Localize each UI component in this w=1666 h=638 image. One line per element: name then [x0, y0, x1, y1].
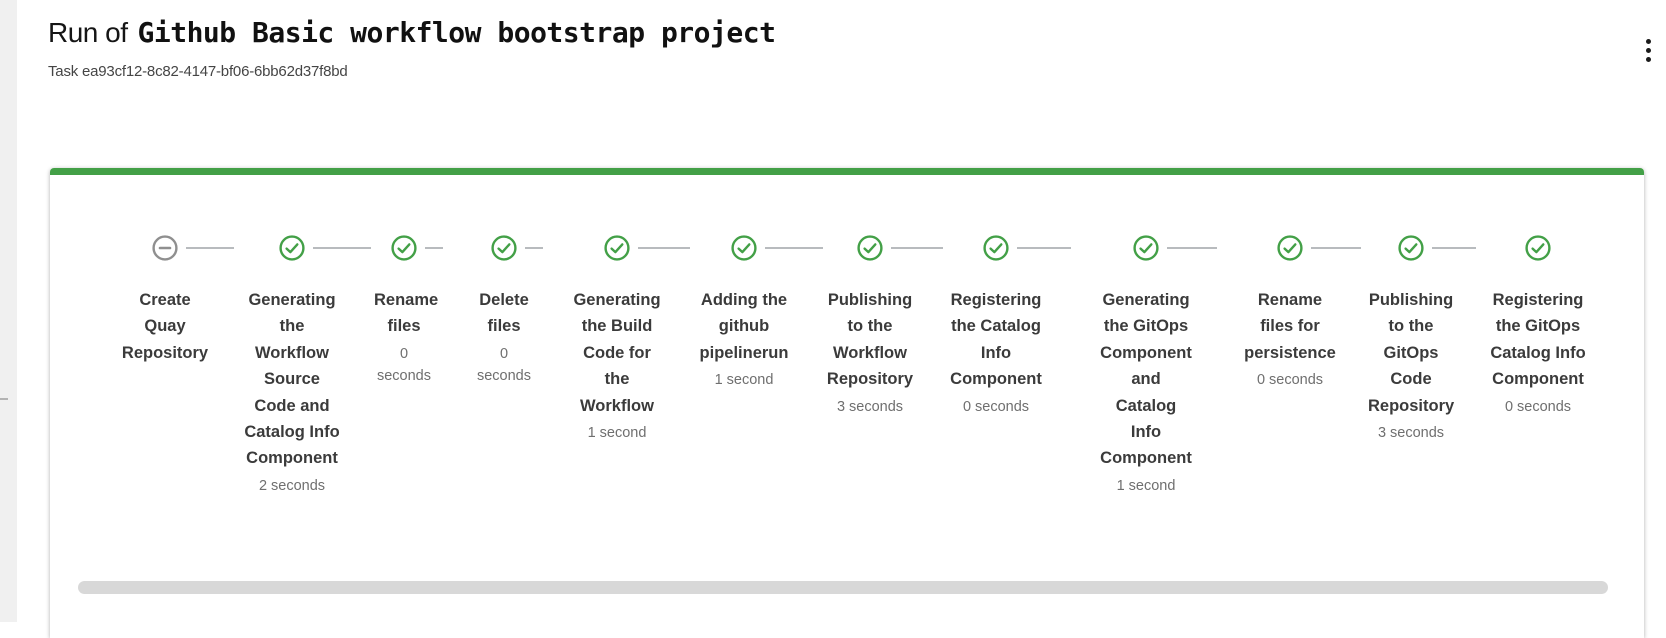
step-icon-row	[1100, 235, 1217, 261]
task-stepper: Create Quay Repository Generating the Wo…	[50, 175, 1644, 497]
step-connector-line	[638, 247, 690, 249]
step-connector-line	[1432, 247, 1476, 249]
step-label: Generating the GitOps Component and Cata…	[1100, 291, 1192, 468]
step-duration: 1 second	[587, 424, 647, 441]
step-icon-row	[1244, 235, 1361, 261]
stepper-step-11: Publishing to the GitOps Code Repository…	[1348, 235, 1476, 444]
step-label: Rename files	[374, 291, 439, 336]
step-icon-row	[1368, 235, 1476, 261]
step-label: Generating the Build Code for the Workfl…	[573, 291, 661, 415]
step-icon-row	[1490, 235, 1586, 261]
step-label: Publishing to the GitOps Code Repository	[1368, 291, 1455, 415]
step-icon-row	[474, 235, 543, 261]
step-label: Delete files	[479, 291, 529, 336]
stepper-step-7: Publishing to the Workflow Repository 3 …	[808, 235, 943, 418]
check-circle-icon	[391, 235, 417, 261]
step-label: Registering the GitOps Catalog Info Comp…	[1490, 291, 1586, 389]
step-duration: 1 second	[714, 372, 774, 389]
kebab-menu-button[interactable]	[1630, 28, 1666, 72]
step-connector-line	[525, 247, 543, 249]
page-title-project-name: Github Basic workflow bootstrap project	[137, 16, 776, 49]
kebab-menu-icon	[1645, 56, 1651, 62]
panel-edge-tick	[0, 398, 8, 400]
stepper-step-10: Rename files for persistence 0 seconds	[1232, 235, 1361, 392]
stepper-step-9: Generating the GitOps Component and Cata…	[1060, 235, 1232, 497]
run-header: Run of Github Basic workflow bootstrap p…	[48, 16, 1642, 80]
stepper-step-8: Registering the Catalog Info Component 0…	[932, 235, 1071, 418]
stepper-step-2: Generating the Workflow Source Code and …	[230, 235, 371, 497]
check-circle-icon	[604, 235, 630, 261]
step-icon-row	[823, 235, 943, 261]
step-connector-line	[891, 247, 943, 249]
check-circle-icon	[731, 235, 757, 261]
step-label: Create Quay Repository	[121, 291, 209, 362]
step-connector-line	[186, 247, 234, 249]
step-icon-row	[242, 235, 371, 261]
stepper-step-1: Create Quay Repository	[100, 235, 234, 366]
step-duration: 0 seconds	[476, 345, 531, 385]
step-icon-row	[374, 235, 443, 261]
check-circle-icon	[983, 235, 1009, 261]
step-connector-line	[425, 247, 443, 249]
step-duration: 0 seconds	[1504, 398, 1572, 415]
step-duration: 1 second	[1116, 477, 1176, 494]
step-duration: 3 seconds	[836, 398, 904, 415]
step-icon-row	[570, 235, 690, 261]
stepper-step-6: Adding the github pipelinerun 1 second	[680, 235, 823, 392]
step-duration: 2 seconds	[258, 477, 326, 494]
card-status-bar	[50, 168, 1644, 175]
stepper-step-12: Registering the GitOps Catalog Info Comp…	[1474, 235, 1602, 418]
stepper-step-5: Generating the Build Code for the Workfl…	[554, 235, 690, 444]
step-icon-row	[948, 235, 1071, 261]
check-circle-icon	[1398, 235, 1424, 261]
step-label: Publishing to the Workflow Repository	[826, 291, 914, 389]
step-icon-row	[694, 235, 823, 261]
stepper-step-3: Rename files 0 seconds	[354, 235, 454, 388]
step-connector-line	[765, 247, 823, 249]
horizontal-scrollbar[interactable]	[78, 581, 1608, 594]
check-circle-icon	[1133, 235, 1159, 261]
page-title-prefix: Run of	[48, 17, 128, 48]
kebab-menu-icon	[1645, 47, 1651, 53]
check-circle-icon	[1277, 235, 1303, 261]
step-label: Adding the github pipelinerun	[699, 291, 789, 362]
step-label: Registering the Catalog Info Component	[950, 291, 1042, 389]
kebab-menu-icon	[1645, 38, 1651, 44]
step-duration: 3 seconds	[1377, 424, 1445, 441]
step-connector-line	[313, 247, 371, 249]
step-duration: 0 seconds	[376, 345, 431, 385]
check-circle-icon	[491, 235, 517, 261]
check-circle-icon	[857, 235, 883, 261]
step-duration: 0 seconds	[1256, 372, 1324, 389]
step-label: Generating the Workflow Source Code and …	[244, 291, 340, 468]
step-icon-row	[120, 235, 234, 261]
stepper-step-4: Delete files 0 seconds	[454, 235, 554, 388]
left-panel-edge	[0, 0, 17, 622]
check-circle-icon	[1525, 235, 1551, 261]
step-connector-line	[1167, 247, 1217, 249]
scrollbar-thumb[interactable]	[78, 581, 1608, 594]
step-duration: 0 seconds	[962, 398, 1030, 415]
step-label: Rename files for persistence	[1244, 291, 1336, 362]
step-connector-line	[1017, 247, 1071, 249]
check-circle-icon	[279, 235, 305, 261]
step-connector-line	[1311, 247, 1361, 249]
task-id-subtitle: Task ea93cf12-8c82-4147-bf06-6bb62d37f8b…	[48, 63, 348, 80]
page-title: Run of Github Basic workflow bootstrap p…	[48, 16, 1642, 49]
task-steps-card: Create Quay Repository Generating the Wo…	[50, 168, 1644, 638]
minus-circle-icon	[152, 235, 178, 261]
